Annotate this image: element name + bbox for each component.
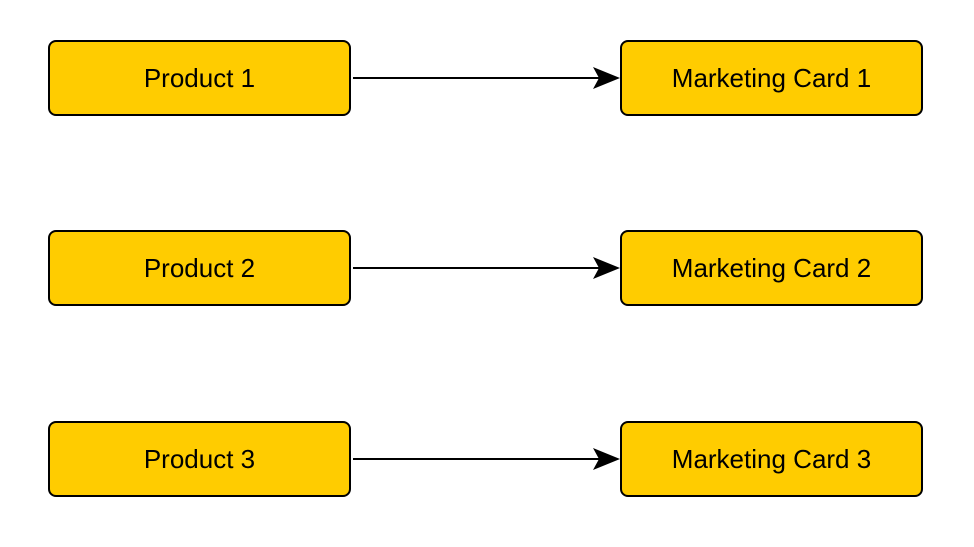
node-marketing-card-1-label: Marketing Card 1	[671, 62, 872, 93]
node-product-1-label: Product 1	[143, 62, 256, 93]
node-marketing-card-1[interactable]: Marketing Card 1	[620, 40, 923, 116]
node-marketing-card-3-label: Marketing Card 3	[671, 443, 872, 474]
arrowhead-card-1	[593, 67, 620, 89]
node-product-1[interactable]: Product 1	[48, 40, 351, 116]
node-marketing-card-2-label: Marketing Card 2	[671, 252, 872, 283]
node-product-3-label: Product 3	[143, 443, 256, 474]
arrowhead-card-3	[593, 448, 620, 470]
node-product-2[interactable]: Product 2	[48, 230, 351, 306]
node-product-2-label: Product 2	[143, 252, 256, 283]
arrowhead-card-2	[593, 257, 620, 279]
node-product-3[interactable]: Product 3	[48, 421, 351, 497]
node-marketing-card-3[interactable]: Marketing Card 3	[620, 421, 923, 497]
node-marketing-card-2[interactable]: Marketing Card 2	[620, 230, 923, 306]
